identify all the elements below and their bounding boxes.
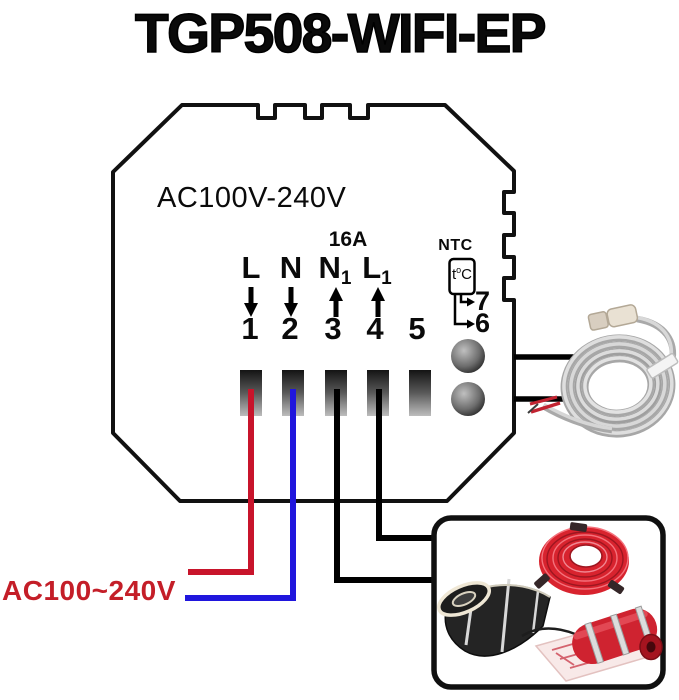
- terminal-number-5: 5: [408, 311, 426, 346]
- heating-film-image: [437, 578, 551, 657]
- cable-ties: [534, 522, 625, 595]
- sensor-terminal-hole-6: [451, 382, 485, 416]
- sensor-wire-tip: [529, 395, 558, 406]
- arrow-down-icon: [244, 287, 258, 317]
- power-supply-label: AC100~240V: [2, 575, 176, 606]
- sensor-connector: [587, 304, 639, 331]
- sensor-wire-tip: [530, 401, 561, 414]
- terminal-block-5: [409, 370, 431, 416]
- arrow-up-icon: [371, 287, 385, 317]
- terminal-number-3: 3: [324, 311, 342, 346]
- ntc-label: NTC: [438, 237, 473, 254]
- terminal-number-1: 1: [241, 311, 259, 346]
- sensor-terminal-6: 6: [475, 308, 491, 338]
- ntc-sensor-cable-image: [527, 304, 679, 438]
- voltage-rating-label: AC100V-240V: [157, 182, 347, 214]
- load-wire-n1: [334, 389, 437, 583]
- arrow-right-icon: [467, 319, 475, 329]
- terminal-number-2: 2: [281, 311, 299, 346]
- sensor-wire-tip: [527, 403, 539, 414]
- amp-rating-label: 16A: [328, 228, 368, 251]
- heating-cable-coil-image: [534, 522, 629, 595]
- temperature-sensor-symbol: toC: [451, 265, 473, 283]
- arrow-up-icon: [329, 287, 343, 317]
- arrow-down-icon: [284, 287, 298, 317]
- arrow-right-icon: [467, 297, 475, 307]
- sensor-terminal-hole-7: [451, 339, 485, 373]
- neutral-wire-blue: [185, 389, 296, 601]
- load-wire-l1: [376, 389, 436, 541]
- mat-roll: [572, 605, 658, 665]
- terminal-label-n1: N1: [318, 250, 352, 289]
- film-roll-end: [437, 581, 491, 617]
- ntc-sensor-symbol: [448, 257, 476, 329]
- terminal-arrows: [244, 287, 385, 317]
- page-title: TGP508-WIFI-EP: [134, 2, 547, 64]
- terminal-label-n: N: [279, 250, 303, 285]
- heating-mat-image: [521, 605, 663, 682]
- terminal-label-l1: L1: [362, 250, 392, 289]
- sensor-terminal-7: 7: [475, 286, 491, 316]
- terminal-label-l: L: [241, 250, 261, 285]
- live-wire-red: [188, 389, 254, 575]
- cable-tie: [646, 352, 679, 379]
- terminal-number-4: 4: [366, 311, 384, 346]
